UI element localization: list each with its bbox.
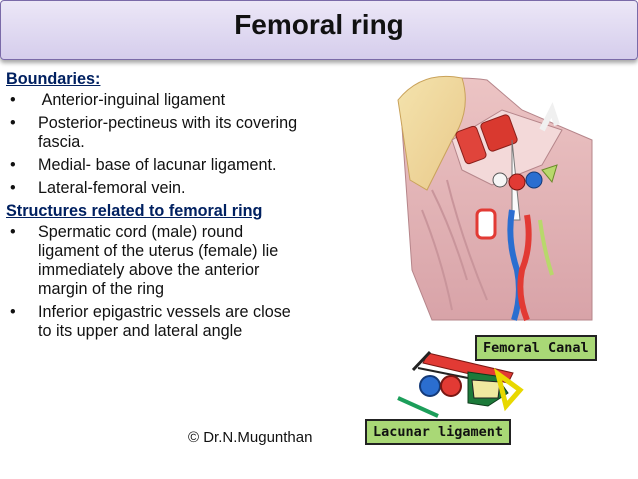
- structure-epigastric-vessels: Inferior epigastric vessels are close to…: [38, 303, 291, 340]
- list-item: • Spermatic cord (male) round ligament of…: [6, 223, 308, 299]
- femoral-canal-diagram: [397, 350, 524, 418]
- boundaries-heading: Boundaries:: [6, 70, 101, 88]
- boundary-lateral: Lateral-femoral vein.: [38, 179, 186, 197]
- femoral-canal-label: Femoral Canal: [475, 335, 597, 361]
- structures-heading: Structures related to femoral ring: [6, 202, 263, 220]
- boundary-posterior: Posterior-pectineus with its covering fa…: [38, 114, 298, 151]
- list-item: • Lateral-femoral vein.: [6, 179, 308, 198]
- bullet: •: [10, 223, 16, 241]
- slide-title: Femoral ring: [234, 9, 404, 40]
- bullet: •: [10, 91, 16, 109]
- bullet: •: [10, 114, 16, 132]
- bullet: •: [10, 156, 16, 174]
- boundary-anterior: Anterior-inguinal ligament: [38, 91, 226, 109]
- femoral-region-illustration: [397, 75, 593, 322]
- structures-list: • Spermatic cord (male) round ligament of…: [6, 223, 308, 341]
- structure-spermatic-cord: Spermatic cord (male) round ligament of …: [38, 223, 279, 298]
- bullet: •: [10, 303, 16, 321]
- boundaries-list: • Anterior-inguinal ligament • Posterior-…: [6, 91, 308, 198]
- boundary-medial: Medial- base of lacunar ligament.: [38, 156, 277, 174]
- list-item: • Medial- base of lacunar ligament.: [6, 156, 308, 175]
- list-item: • Anterior-inguinal ligament: [6, 91, 308, 110]
- bullet: •: [10, 179, 16, 197]
- lacunar-ligament-label: Lacunar ligament: [365, 419, 512, 445]
- title-bar: Femoral ring: [0, 0, 638, 60]
- list-item: • Posterior-pectineus with its covering f…: [6, 114, 308, 152]
- content-panel: Boundaries: • Anterior-inguinal ligament…: [6, 70, 308, 345]
- copyright-text: © Dr.N.Mugunthan: [188, 429, 313, 446]
- list-item: • Inferior epigastric vessels are close t…: [6, 303, 308, 341]
